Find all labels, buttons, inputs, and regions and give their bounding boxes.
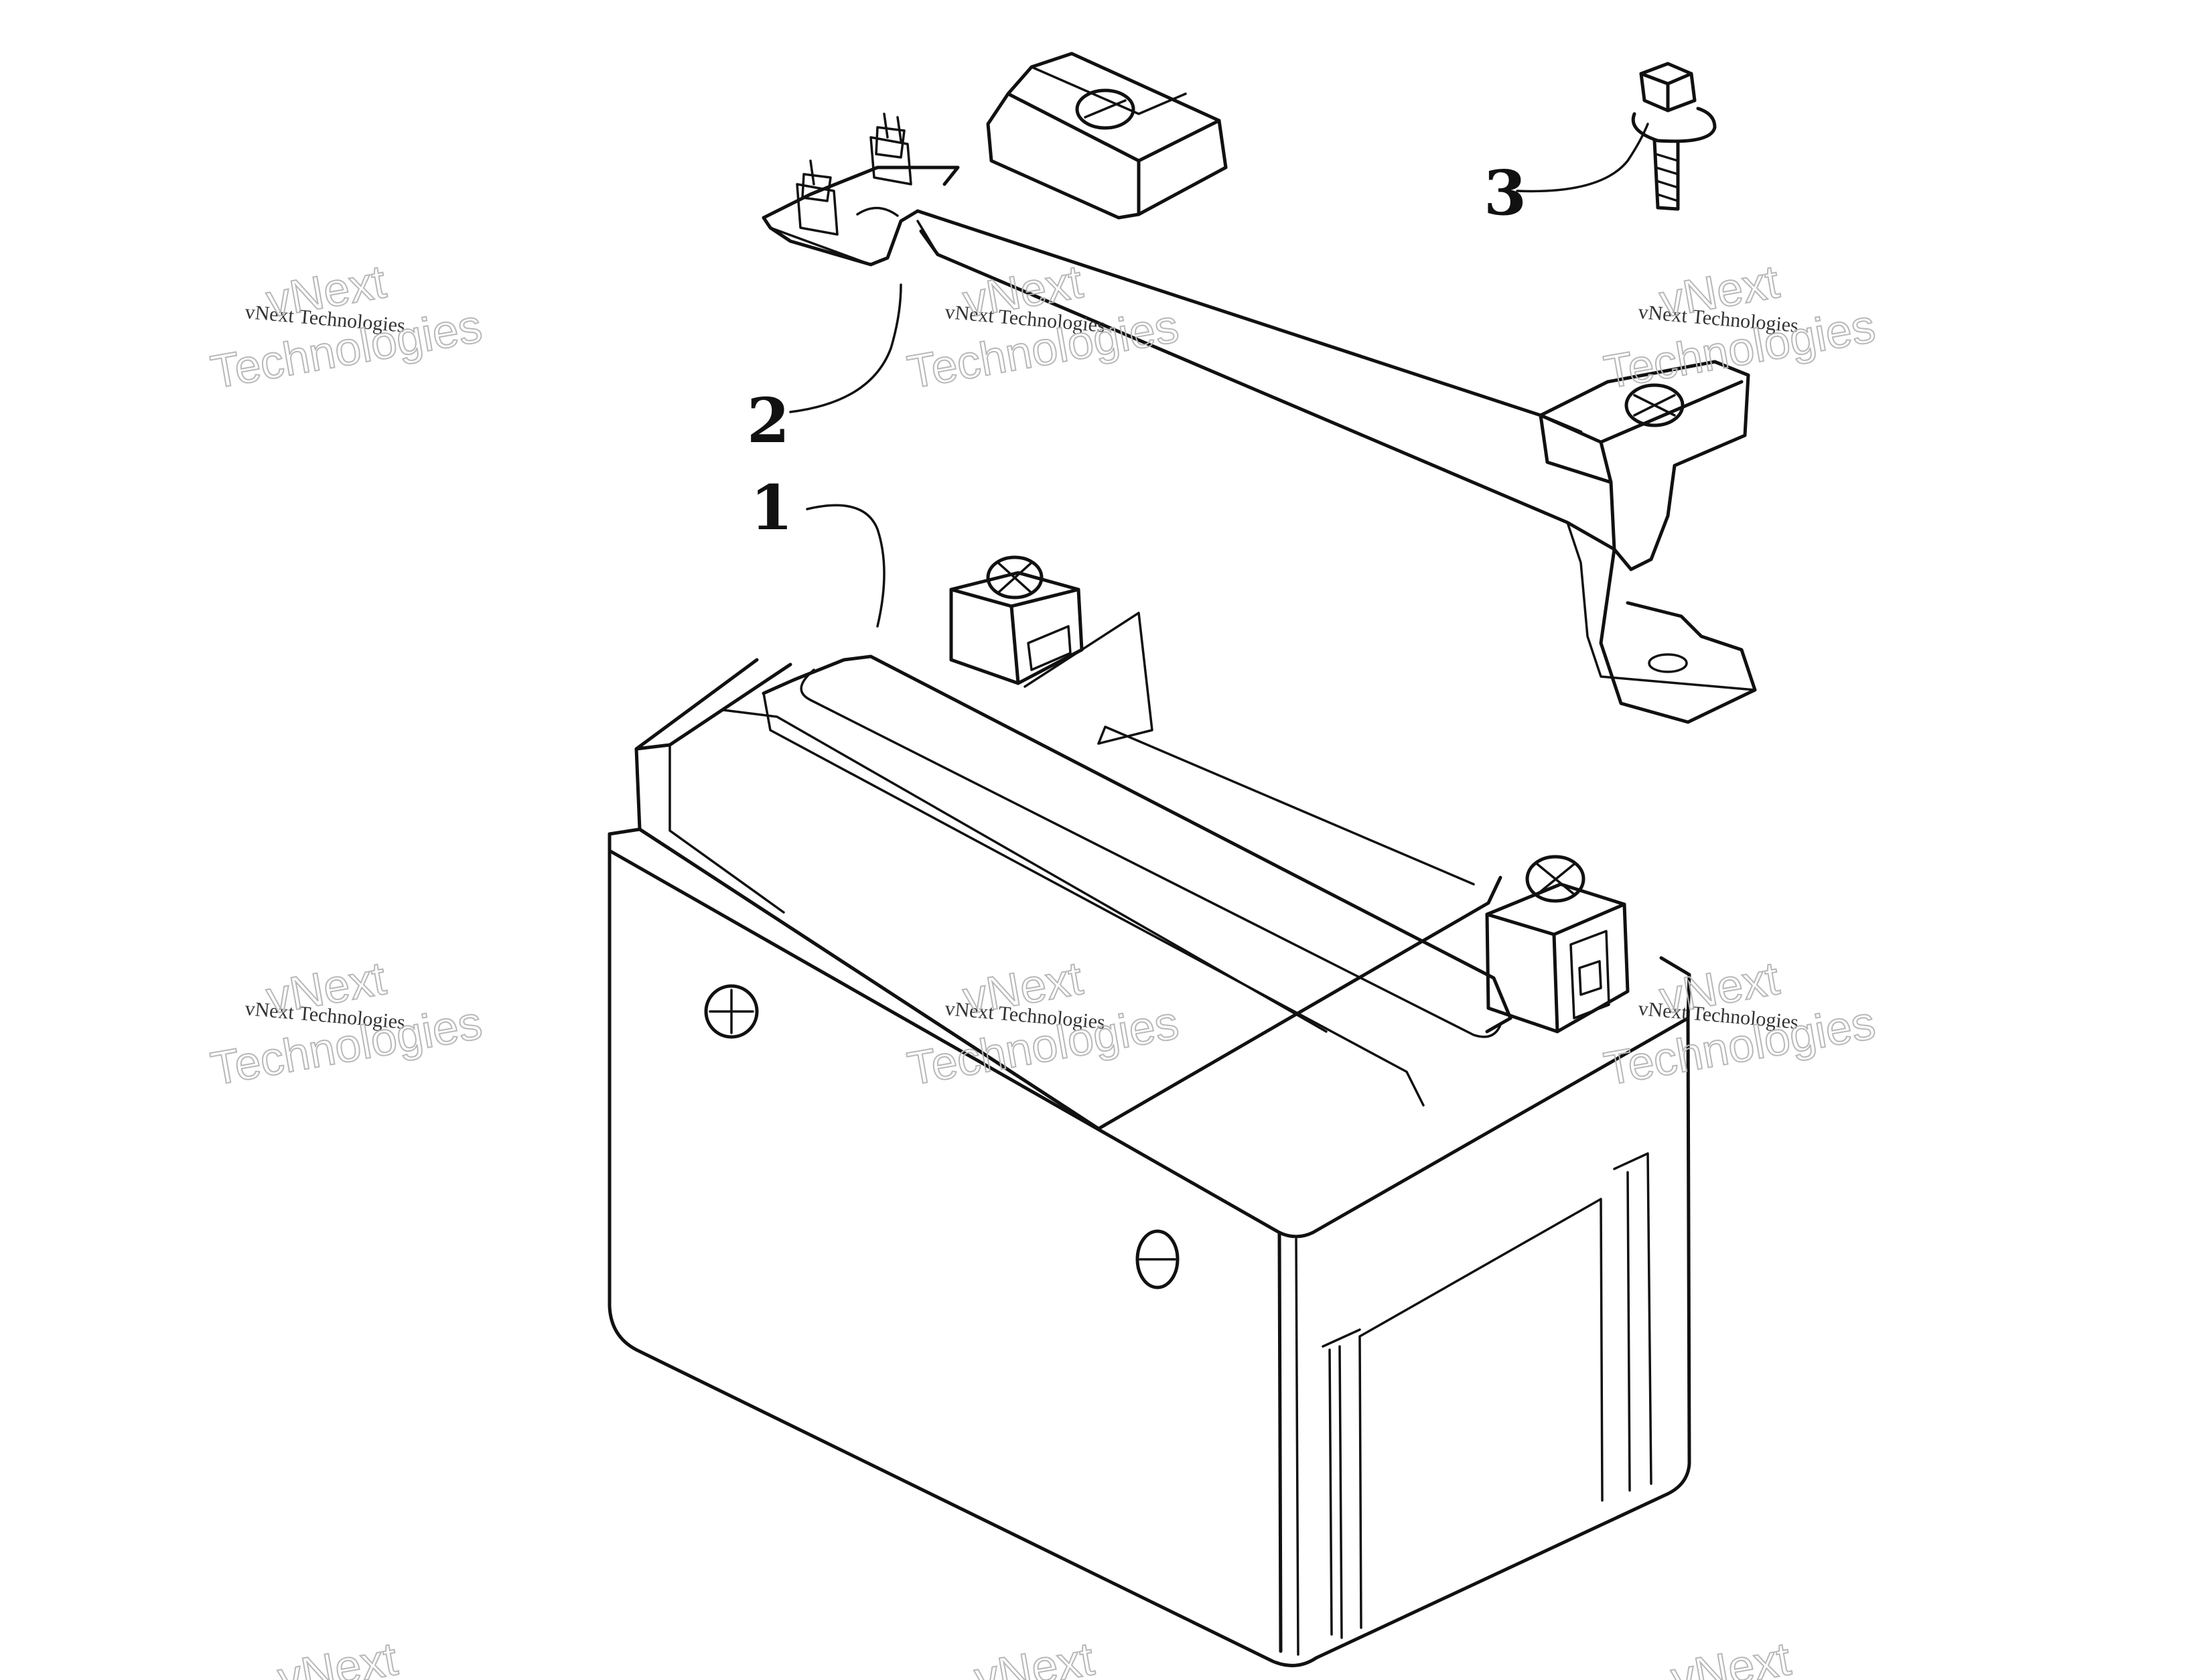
battery-case-screw-right	[1135, 1229, 1180, 1289]
callout-2: 2	[747, 384, 790, 457]
watermark: vNext	[970, 1632, 1099, 1680]
bracket-clip-icon	[796, 113, 912, 236]
leader-line-1	[806, 504, 886, 628]
battery-case-left-face	[608, 832, 1318, 1667]
watermarks: vNext Technologies vNext Technologies vN…	[206, 255, 1880, 1680]
leader-line-2	[789, 283, 902, 413]
battery-lid-rim	[634, 662, 792, 751]
battery-vent-cover	[762, 654, 1512, 1034]
battery-part	[608, 555, 1691, 1667]
bolt-shank	[1652, 139, 1680, 211]
bracket-slot	[1648, 653, 1688, 673]
callout-1: 1	[750, 472, 793, 544]
bolt-part	[1631, 62, 1717, 211]
bracket-pad-top	[986, 52, 1228, 220]
bracket-pad-right	[1539, 360, 1750, 571]
battery-case-screw-left	[704, 984, 759, 1039]
battery-terminal-positive	[1485, 855, 1630, 1034]
watermark: vNext	[273, 1632, 402, 1680]
battery-terminal-negative	[949, 555, 1084, 685]
watermark: vNext	[1667, 1632, 1795, 1680]
svg-text:vNext: vNext	[971, 1632, 1098, 1680]
bolt-washer	[1631, 107, 1717, 143]
battery-side-window	[1358, 1198, 1604, 1629]
svg-text:vNext: vNext	[274, 1632, 401, 1680]
battery-case-corner	[1277, 1231, 1283, 1653]
battery-case-right-face	[1314, 1016, 1691, 1660]
callout-3: 3	[1484, 157, 1527, 229]
bolt-head	[1639, 62, 1697, 113]
leader-line-3	[1516, 123, 1649, 193]
hold-down-bracket-part	[762, 52, 1757, 724]
svg-text:vNext: vNext	[1667, 1632, 1794, 1680]
